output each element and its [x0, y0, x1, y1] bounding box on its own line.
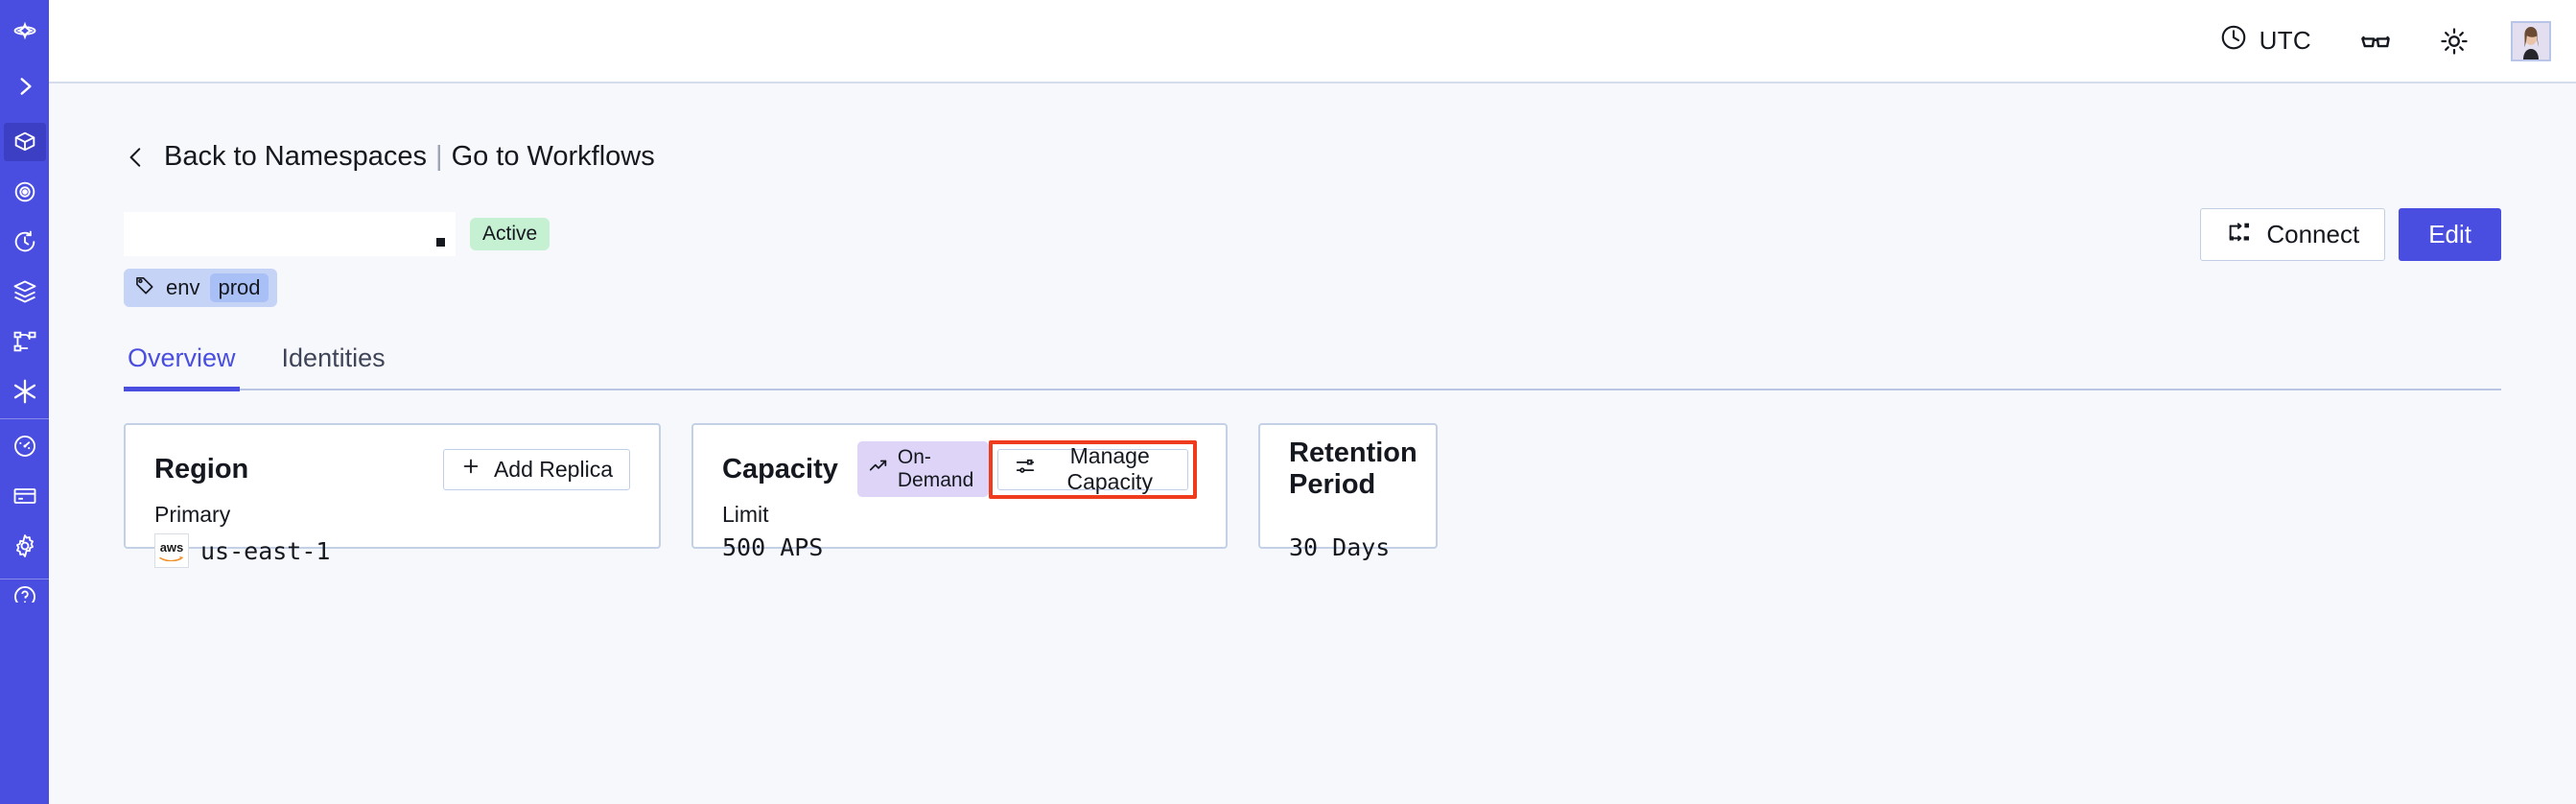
card-retention-title: Retention Period: [1289, 437, 1417, 500]
title-glyph-remnant: [436, 237, 445, 247]
clock-icon: [2219, 23, 2248, 59]
chevron-right-icon: [12, 74, 37, 99]
breadcrumb-workflows-link[interactable]: Go to Workflows: [451, 141, 655, 172]
history-clock-icon: [12, 228, 38, 255]
status-badge: Active: [470, 218, 550, 250]
add-replica-label: Add Replica: [493, 456, 613, 482]
help-circle-icon: [12, 583, 38, 603]
tag-key: env: [166, 275, 200, 299]
card-region-value: us-east-1: [200, 536, 331, 565]
gauge-icon: [12, 433, 38, 460]
manage-capacity-highlight: Manage Capacity: [989, 439, 1197, 499]
connect-button-label: Connect: [2266, 220, 2360, 248]
sidebar-item-history[interactable]: [4, 223, 46, 261]
workflow-graph-icon: [12, 328, 38, 355]
sidebar-item-settings[interactable]: [4, 527, 46, 565]
card-capacity: Capacity On-Demand: [691, 423, 1228, 561]
card-retention-value: 30 Days: [1289, 533, 1391, 561]
asterisk-icon: [11, 377, 39, 406]
sliders-icon: [1015, 456, 1036, 483]
sidebar-item-help[interactable]: [4, 583, 46, 603]
page-content: Back to Namespaces | Go to Workflows Act…: [49, 83, 2576, 804]
tag-icon: [134, 274, 155, 301]
namespace-tag[interactable]: env prod: [124, 269, 277, 307]
manage-capacity-label: Manage Capacity: [1066, 443, 1153, 494]
card-capacity-title: Capacity: [722, 453, 838, 485]
connect-button[interactable]: Connect: [2200, 207, 2386, 261]
edit-button[interactable]: Edit: [2399, 207, 2501, 261]
trending-up-icon: [868, 456, 889, 483]
chevron-left-icon[interactable]: [124, 143, 149, 172]
aws-logo-icon: aws: [154, 533, 189, 568]
aws-wordmark: aws: [159, 539, 184, 555]
sidebar-item-nexus[interactable]: [4, 372, 46, 411]
layers-icon: [12, 278, 38, 305]
namespace-title-redacted: [124, 212, 456, 256]
cube-icon: [12, 129, 38, 155]
glasses-icon[interactable]: [2354, 19, 2398, 63]
card-capacity-header: Capacity On-Demand: [722, 439, 1197, 499]
title-row: Active Co: [124, 207, 2501, 261]
sidebar-item-workflows[interactable]: [4, 322, 46, 361]
top-header: UTC: [49, 0, 2576, 83]
sidebar-item-usage[interactable]: [4, 427, 46, 465]
sidebar-item-schedules[interactable]: [4, 272, 46, 311]
plus-icon: [460, 456, 481, 483]
tag-value: prod: [210, 273, 269, 302]
card-region-header: Region Add Replica: [154, 448, 630, 490]
sidebar-divider-1: [0, 418, 49, 419]
breadcrumb-back-link[interactable]: Back to Namespaces: [164, 141, 428, 172]
avatar[interactable]: [2511, 20, 2551, 61]
card-region-title: Region: [154, 453, 249, 485]
gear-icon: [12, 532, 38, 559]
card-capacity-sublabel: Limit: [722, 502, 769, 527]
eye-swirl-icon: [12, 178, 38, 205]
card-retention-header: Retention Period: [1289, 437, 1417, 500]
overview-cards: Region Add Replica Primary: [124, 423, 2501, 568]
header-actions: Connect Edit: [2200, 207, 2501, 261]
sidebar-item-logo[interactable]: [4, 12, 46, 50]
tab-identities[interactable]: Identities: [281, 343, 386, 372]
aws-swoosh: [159, 556, 183, 561]
user-avatar: [2513, 22, 2549, 59]
credit-card-icon: [12, 483, 38, 509]
sidebar-item-visibility[interactable]: [4, 173, 46, 211]
tab-overview[interactable]: Overview: [124, 336, 240, 391]
main-pane: UTC: [49, 0, 2576, 804]
card-region-value-row: aws us-east-1: [154, 533, 630, 568]
timezone-selector[interactable]: UTC: [2219, 23, 2311, 59]
sidebar-item-expand[interactable]: [4, 67, 46, 106]
card-capacity-value: 500 APS: [722, 533, 824, 561]
card-retention: Retention Period 30 Days: [1258, 423, 1438, 561]
manage-capacity-button[interactable]: Manage Capacity: [997, 443, 1188, 494]
card-region-sublabel: Primary: [154, 502, 231, 527]
capacity-mode-label: On-Demand: [897, 446, 974, 491]
logo-icon: [12, 17, 38, 44]
add-replica-button[interactable]: Add Replica: [442, 448, 630, 490]
tab-bar: Overview Identities: [124, 336, 2501, 391]
breadcrumb-separator: |: [435, 141, 443, 172]
breadcrumb: Back to Namespaces | Go to Workflows: [124, 141, 2501, 173]
timezone-label: UTC: [2259, 26, 2311, 55]
card-region: Region Add Replica Primary: [124, 423, 661, 568]
sun-icon[interactable]: [2432, 19, 2476, 63]
tag-row: env prod: [124, 269, 2501, 307]
connect-icon: [2226, 219, 2253, 249]
left-sidebar: [0, 0, 49, 804]
sidebar-item-billing[interactable]: [4, 477, 46, 515]
sidebar-item-namespaces[interactable]: [3, 123, 46, 161]
capacity-mode-badge: On-Demand: [856, 441, 990, 497]
